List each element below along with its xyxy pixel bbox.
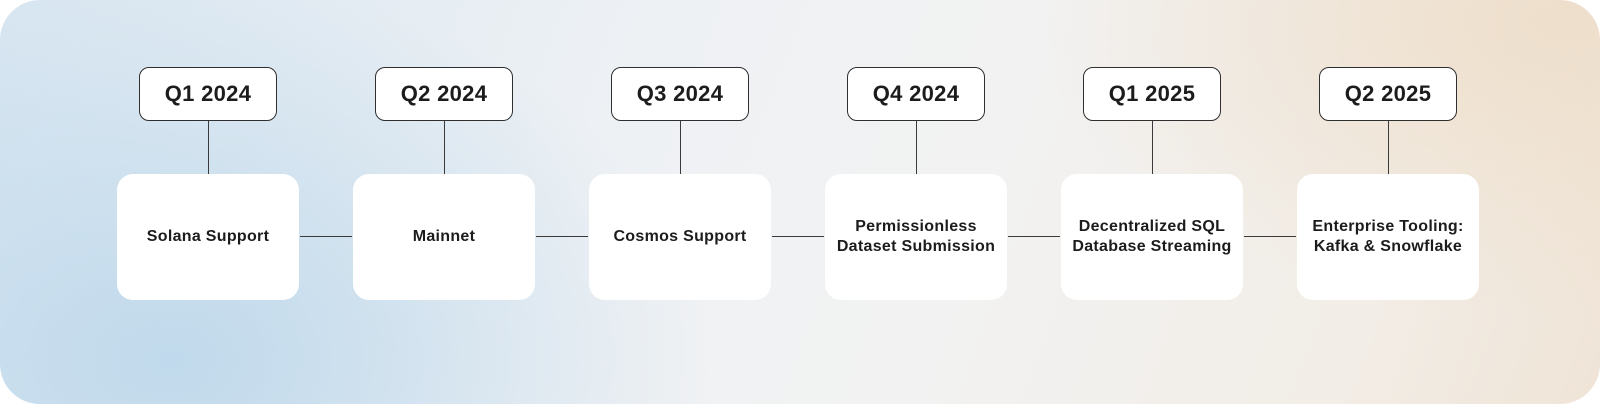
timeline-connector: [772, 236, 824, 237]
milestone-text-line: Decentralized SQL: [1078, 218, 1226, 235]
milestone-text-line: Database Streaming: [1072, 238, 1232, 255]
quarter-label-q1-2024: Q1 2024: [139, 67, 277, 121]
quarter-label-q4-2024: Q4 2024: [847, 67, 985, 121]
milestone-mainnet: Mainnet: [353, 174, 535, 300]
milestone-text-line: Mainnet: [412, 228, 476, 245]
milestone-text-line: Cosmos Support: [613, 228, 747, 245]
quarter-connector: [208, 121, 209, 174]
milestone-text-line: Solana Support: [146, 228, 270, 245]
milestone-permissionless-dataset-submission: Permissionless Dataset Submission: [825, 174, 1007, 300]
quarter-connector: [1152, 121, 1153, 174]
milestone-text-line: Kafka & Snowflake: [1313, 238, 1463, 255]
quarter-label-q2-2025: Q2 2025: [1319, 67, 1457, 121]
timeline-connector: [1008, 236, 1060, 237]
quarter-connector: [916, 121, 917, 174]
quarter-label-q2-2024: Q2 2024: [375, 67, 513, 121]
quarter-label-q1-2025: Q1 2025: [1083, 67, 1221, 121]
milestone-text-line: Enterprise Tooling:: [1312, 218, 1464, 235]
milestone-enterprise-tooling: Enterprise Tooling: Kafka & Snowflake: [1297, 174, 1479, 300]
timeline-connector: [300, 236, 352, 237]
timeline-connector: [536, 236, 588, 237]
milestone-text-line: Dataset Submission: [836, 238, 996, 255]
quarter-connector: [1388, 121, 1389, 174]
quarter-label-q3-2024: Q3 2024: [611, 67, 749, 121]
quarter-connector: [444, 121, 445, 174]
timeline-connector: [1244, 236, 1296, 237]
milestone-cosmos-support: Cosmos Support: [589, 174, 771, 300]
milestone-decentralized-sql-database-streaming: Decentralized SQL Database Streaming: [1061, 174, 1243, 300]
milestone-solana-support: Solana Support: [117, 174, 299, 300]
milestone-text-line: Permissionless: [855, 218, 977, 235]
quarter-connector: [680, 121, 681, 174]
